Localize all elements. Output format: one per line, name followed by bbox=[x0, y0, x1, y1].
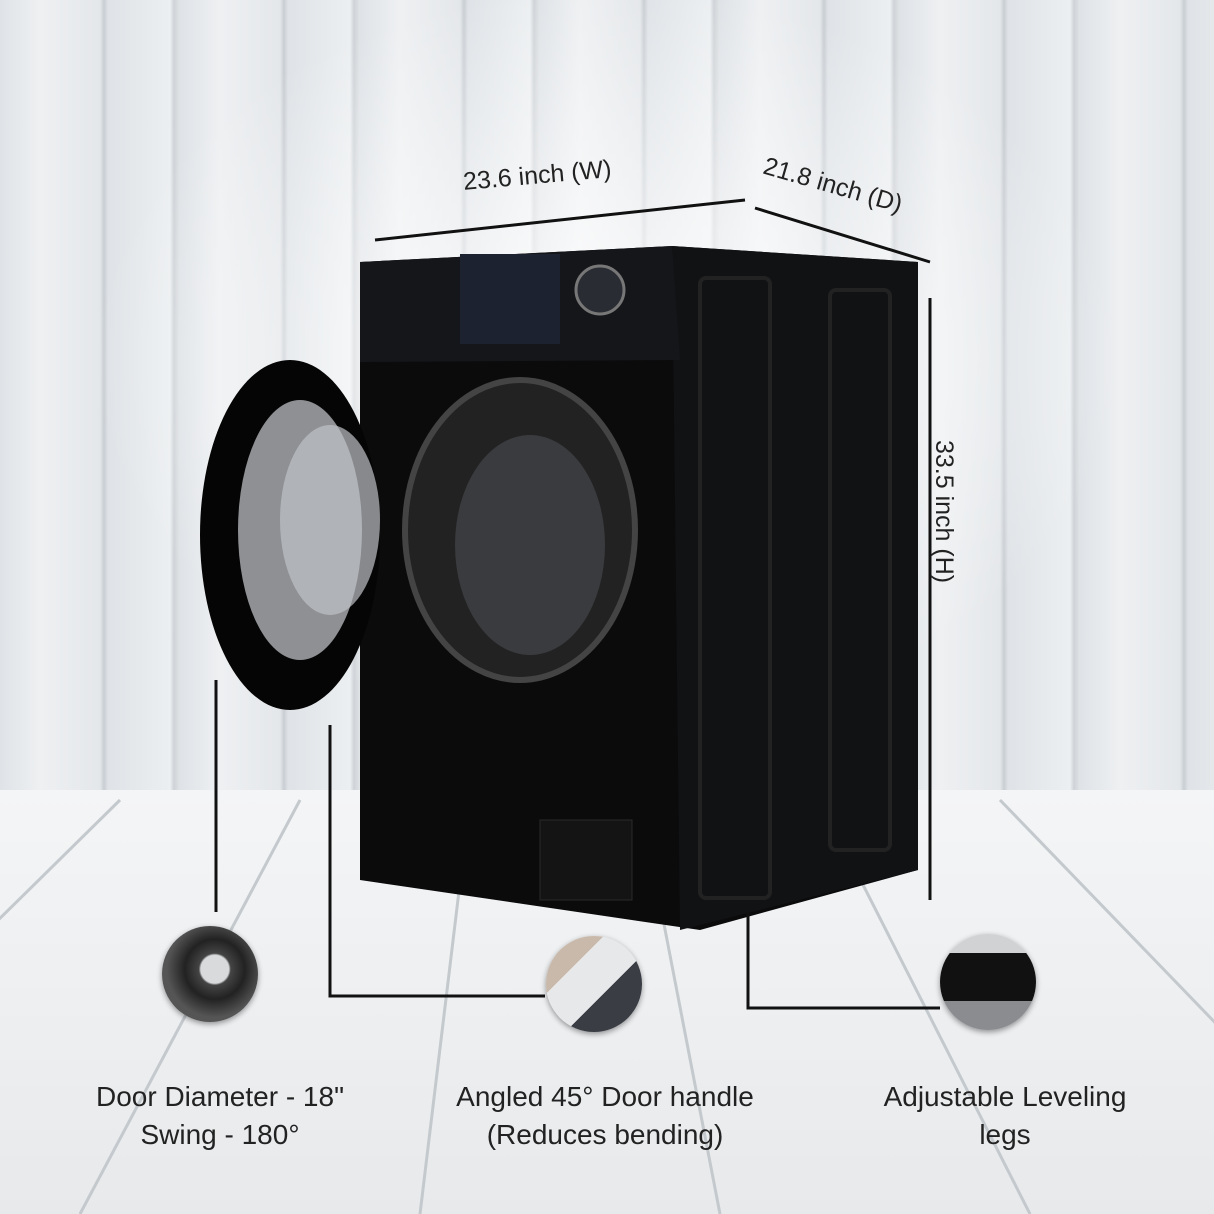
door-diameter-caption: Door Diameter - 18" Swing - 180° bbox=[70, 1078, 370, 1154]
caption-line: Swing - 180° bbox=[140, 1119, 300, 1150]
washer-dryer-combo bbox=[200, 246, 918, 930]
door-handle-caption: Angled 45° Door handle (Reduces bending) bbox=[430, 1078, 780, 1154]
caption-line: Adjustable Leveling bbox=[883, 1081, 1127, 1112]
caption-line: Angled 45° Door handle bbox=[456, 1081, 754, 1112]
leveling-leg-photo bbox=[940, 934, 1036, 1030]
caption-line: legs bbox=[979, 1119, 1031, 1150]
dimension-lines bbox=[214, 198, 940, 1010]
door-opening-photo bbox=[162, 926, 258, 1022]
caption-line: (Reduces bending) bbox=[486, 1119, 724, 1150]
leveling-legs-caption: Adjustable Leveling legs bbox=[855, 1078, 1155, 1154]
door-handle-photo bbox=[546, 936, 642, 1032]
height-dimension-label: 33.5 inch (H) bbox=[930, 440, 958, 584]
caption-line: Door Diameter - 18" bbox=[95, 1081, 345, 1112]
